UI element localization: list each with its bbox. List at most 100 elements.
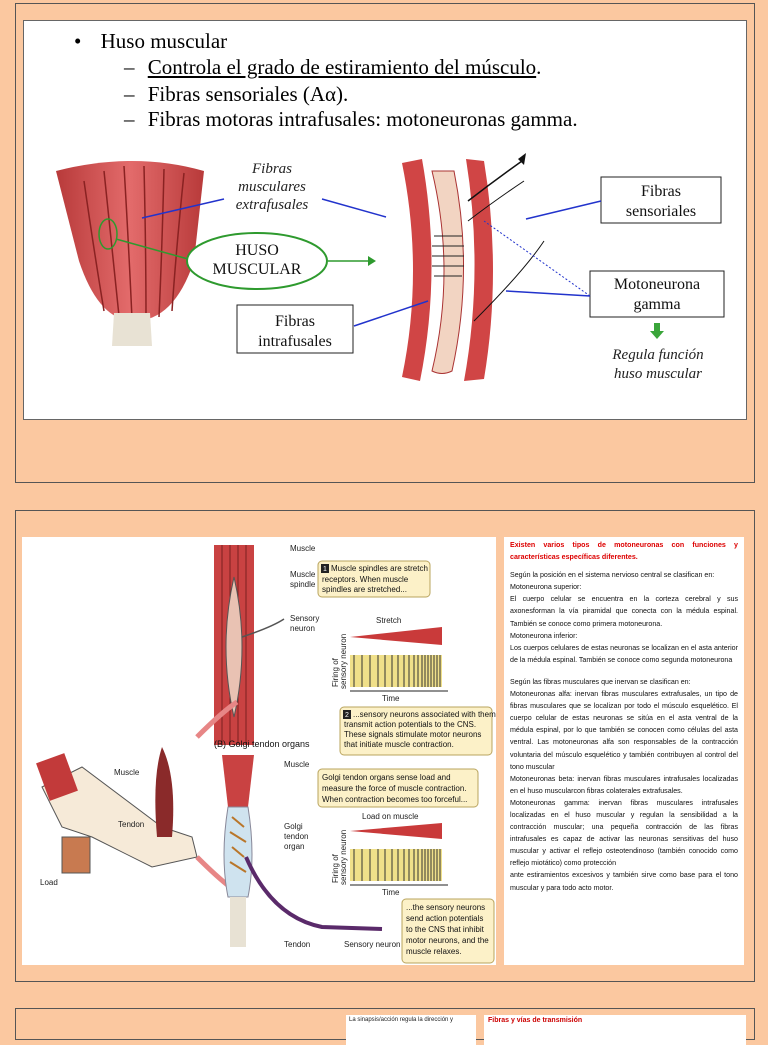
label-spindle-1: Muscle xyxy=(290,570,316,579)
gamma-label-2: gamma xyxy=(633,296,680,313)
label-muscle-left: Muscle xyxy=(114,768,140,777)
note-1-line-2: receptors. When muscle xyxy=(322,575,409,584)
note-4-line-3: to the CNS that inhibit xyxy=(406,925,485,934)
label-tendon-2: Tendon xyxy=(284,940,310,949)
bullet-item-2: – Fibras sensoriales (Aα). xyxy=(124,82,348,106)
sensorial-label-1: Fibras xyxy=(641,183,681,200)
bullet-item-3: – Fibras motoras intrafusales: motoneuro… xyxy=(124,107,578,131)
note-1-line-1: Muscle spindles are stretch xyxy=(331,564,428,573)
text-p1: Según la posición en el sistema nervioso… xyxy=(510,571,715,580)
label-sensory-neuron-2: Sensory neuron xyxy=(344,940,400,949)
load-wedge xyxy=(350,823,442,839)
firing-bars-2 xyxy=(350,849,442,881)
label-muscle-2: Muscle xyxy=(284,760,310,769)
badge-1 xyxy=(321,564,329,573)
reflex-figure: Muscle Muscle spindle Sensory neuron 1 M… xyxy=(22,537,496,965)
slide-3-right-title: Fibras y vías de transmisión xyxy=(484,1015,746,1045)
firing-label-1a: Firing of xyxy=(331,657,340,687)
text-p6: Según las fibras musculares que inervan … xyxy=(510,677,691,686)
dash: – xyxy=(124,55,135,79)
text-p2: Motoneurona superior: xyxy=(510,583,582,592)
note-2 xyxy=(339,706,493,756)
slide-1: • Huso muscular – Controla el grado de e… xyxy=(15,3,755,483)
note-3-line-1: Golgi tendon organs sense load and xyxy=(322,773,451,782)
note-4 xyxy=(401,898,495,964)
label-stretch: Stretch xyxy=(376,616,401,625)
label-golgi-3: organ xyxy=(284,842,304,851)
bullet-dot: • xyxy=(74,29,82,53)
slide-1-panel: • Huso muscular – Controla el grado de e… xyxy=(23,20,747,420)
spindle-illustration xyxy=(402,153,545,381)
arrow-extrafusal-right xyxy=(321,198,387,218)
intrafusal-label-1: Fibras xyxy=(275,313,315,330)
huso-oval xyxy=(186,232,328,290)
label-golgi-2: tendon xyxy=(284,832,308,841)
huso-label-1: HUSO xyxy=(235,242,279,259)
intrafusal-label-2: intrafusales xyxy=(258,333,332,350)
firing-label-1b: sensory neuron xyxy=(339,634,348,689)
label-time-2: Time xyxy=(382,888,400,897)
slide-1-title-row: • Huso muscular xyxy=(74,29,227,53)
note-1 xyxy=(317,560,431,598)
note-2-line-2: transmit action potentials to the CNS. xyxy=(344,720,476,729)
golgi-tendon-shape xyxy=(230,897,246,947)
note-4-line-4: motor neurons, and the xyxy=(406,936,489,945)
slide-3: La sinapsis/acción regula la dirección y… xyxy=(15,1008,755,1045)
down-arrow-icon xyxy=(650,323,664,339)
arrow-huso-head xyxy=(368,256,376,266)
note-4-line-5: muscle relaxes. xyxy=(406,947,462,956)
text-p4: Motoneurona inferior: xyxy=(510,631,578,640)
sensorial-box xyxy=(600,176,722,224)
arm-illustration xyxy=(36,699,239,895)
label-load: Load xyxy=(40,878,58,887)
arrow-extrafusal-left xyxy=(141,198,225,219)
stretch-wedge xyxy=(350,627,442,645)
badge-2-num: 2 xyxy=(345,712,349,719)
golgi-title: (B) Golgi tendon organs xyxy=(214,739,310,749)
reflex-figure-svg: Muscle Muscle spindle Sensory neuron 1 M… xyxy=(36,544,496,964)
extrafusal-label-3: extrafusales xyxy=(236,197,309,213)
golgi-muscle xyxy=(222,755,254,807)
note-2-line-3: These signals stimulate motor neurons xyxy=(344,730,481,739)
firing-bars-1 xyxy=(350,655,442,687)
text-p5: Los cuerpos celulares de estas neuronas … xyxy=(510,643,738,664)
text-p10: ante estiramientos excesivos y también s… xyxy=(510,871,738,892)
arrow-intrafusal xyxy=(353,300,429,327)
extrafusal-label-1: Fibras xyxy=(251,161,292,177)
regula-label-1: Regula función xyxy=(611,347,703,363)
golgi-neuron-path xyxy=(244,856,383,931)
bullet-item-3-text: Fibras motoras intrafusales: motoneurona… xyxy=(147,107,578,131)
muscle-spindle-diagram: Fibras musculares extrafusales HUSO MUSC… xyxy=(56,153,725,382)
note-2-line-1: ...sensory neurons associated with them xyxy=(353,710,496,719)
motoneuron-heading: Existen varios tipos de motoneuronas con… xyxy=(510,541,738,562)
text-p3: El cuerpo celular se encuentra en la cor… xyxy=(510,595,738,628)
label-sensory-2: neuron xyxy=(290,624,315,633)
note-2-line-4: that initiate muscle contraction. xyxy=(344,740,454,749)
bullet-item-1: – Controla el grado de estiramiento del … xyxy=(124,55,541,79)
bullet-item-1-period: . xyxy=(536,55,542,79)
motoneuron-text: Existen varios tipos de motoneuronas con… xyxy=(504,537,744,965)
arrow-gamma xyxy=(505,290,591,297)
dotted-gamma xyxy=(483,220,591,297)
label-muscle: Muscle xyxy=(290,544,316,553)
note-4-line-1: ...the sensory neurons xyxy=(406,903,485,912)
text-p9: Motoneuronas gamma: inervan fibras muscu… xyxy=(510,798,738,868)
slide-2: Muscle Muscle spindle Sensory neuron 1 M… xyxy=(15,510,755,982)
bullet-item-1-text[interactable]: Controla el grado de estiramiento del mú… xyxy=(147,55,537,79)
note-4-line-2: send action potentials xyxy=(406,914,483,923)
label-load-on-muscle: Load on muscle xyxy=(362,812,419,821)
slide-3-left-text: La sinapsis/acción regula la dirección y xyxy=(346,1015,476,1045)
text-p7: Motoneuronas alfa: inervan fibras muscul… xyxy=(510,690,738,771)
arrow-sensorial xyxy=(525,200,602,220)
label-spindle-2: spindle xyxy=(290,580,316,589)
note-3-line-2: measure the force of muscle contraction. xyxy=(322,784,467,793)
intrafusal-box xyxy=(236,304,354,354)
dash: – xyxy=(124,82,135,106)
note-3 xyxy=(317,768,479,808)
label-tendon-left: Tendon xyxy=(118,820,144,829)
note-3-line-3: When contraction becomes too forceful... xyxy=(322,795,467,804)
huso-connector xyxy=(115,238,189,260)
text-p8: Motoneuronas beta: inervan fibras muscul… xyxy=(510,774,738,795)
regula-label-2: huso muscular xyxy=(614,366,702,382)
label-sensory-1: Sensory xyxy=(290,614,319,623)
